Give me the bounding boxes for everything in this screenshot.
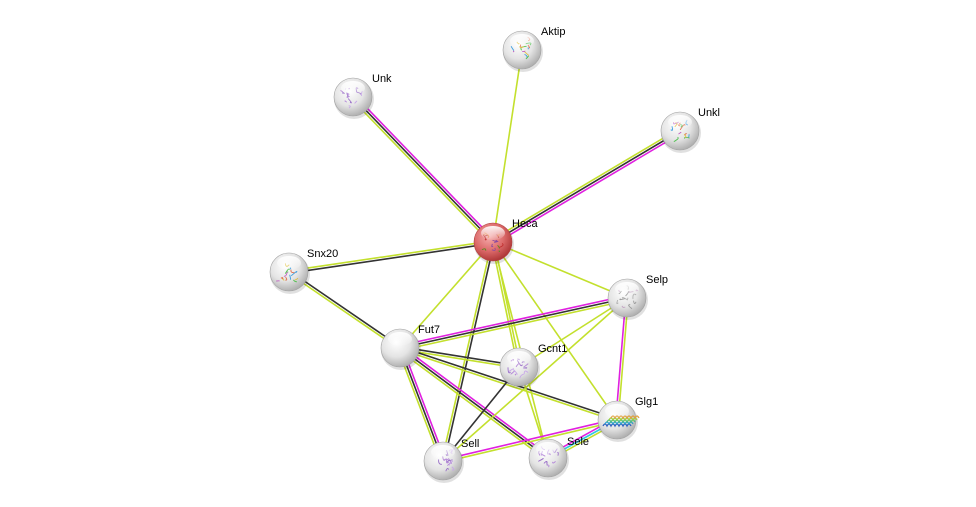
edge-fut7-gcnt1[interactable] xyxy=(399,346,520,369)
edge-sell-selp[interactable] xyxy=(442,297,628,462)
edge-line-textmining xyxy=(617,298,629,421)
node-highlight xyxy=(605,404,629,418)
edge-line-coexpression xyxy=(399,347,444,462)
edge-heca-fut7[interactable] xyxy=(399,241,494,349)
edge-line-coexpression xyxy=(289,270,402,348)
edge-line-textmining xyxy=(350,98,492,245)
node-highlight xyxy=(668,115,692,129)
node-label: Gcnt1 xyxy=(538,343,567,355)
node-heca[interactable]: Heca xyxy=(473,218,539,264)
node-label: Fut7 xyxy=(418,324,440,336)
edge-line-experiments xyxy=(400,345,550,457)
node-highlight xyxy=(277,256,301,270)
node-sell[interactable]: Sell xyxy=(423,438,479,483)
edge-line-coexpression xyxy=(399,297,628,349)
edge-line-experiments xyxy=(399,294,627,347)
edge-line-coexpression xyxy=(289,242,494,274)
node-snx20[interactable]: Snx20 xyxy=(269,248,338,294)
node-label: Heca xyxy=(512,218,539,230)
node-highlight xyxy=(615,282,639,296)
edge-line-textmining xyxy=(399,241,494,349)
edge-heca-selp[interactable] xyxy=(492,241,628,299)
edge-line-coexpression xyxy=(492,130,681,243)
node-highlight xyxy=(481,226,505,240)
node-label: Sele xyxy=(567,436,589,448)
edge-line-textmining xyxy=(400,299,628,352)
edge-line-textmining xyxy=(491,242,519,368)
node-label: Aktip xyxy=(541,26,565,38)
edge-heca-unkl[interactable] xyxy=(491,128,682,245)
edge-line-coexpression xyxy=(442,366,520,462)
node-label: Sell xyxy=(461,438,479,450)
edge-line-textmining xyxy=(518,297,628,368)
node-highlight xyxy=(431,445,455,459)
edge-line-experiments xyxy=(493,132,682,245)
node-label: Glg1 xyxy=(635,396,658,408)
edge-line-coexpression xyxy=(399,347,549,459)
edge-line-textmining xyxy=(442,297,628,462)
edge-line-textmining xyxy=(492,49,523,243)
node-label: Unkl xyxy=(698,107,720,119)
node-selp[interactable]: Selp xyxy=(607,274,668,320)
edge-line-textmining xyxy=(287,272,400,350)
edge-heca-aktip[interactable] xyxy=(492,49,523,243)
edge-line-textmining xyxy=(399,348,617,422)
protein-structure-icon xyxy=(507,358,529,379)
edge-gcnt1-sell[interactable] xyxy=(442,366,520,462)
edge-line-textmining xyxy=(441,241,493,461)
node-label: Unk xyxy=(372,73,392,85)
edge-heca-sell[interactable] xyxy=(441,241,495,462)
node-label: Snx20 xyxy=(307,248,338,260)
edge-line-textmining xyxy=(397,348,442,463)
node-unkl[interactable]: Unkl xyxy=(660,107,720,153)
edge-fut7-sell[interactable] xyxy=(397,346,446,463)
edge-line-experiments xyxy=(442,418,617,461)
edge-line-textmining xyxy=(492,241,618,421)
node-gcnt1[interactable]: Gcnt1 xyxy=(499,343,567,389)
edge-line-coexpression xyxy=(400,346,520,367)
edge-line-textmining xyxy=(399,348,519,369)
edge-gcnt1-selp[interactable] xyxy=(518,297,628,368)
node-highlight xyxy=(536,442,560,456)
edge-line-textmining xyxy=(491,128,680,241)
node-unk[interactable]: Unk xyxy=(333,73,392,119)
edge-line-coexpression xyxy=(352,96,494,243)
node-fut7[interactable]: Fut7 xyxy=(380,324,440,370)
edge-fut7-selp[interactable] xyxy=(399,294,628,352)
edge-sell-glg1[interactable] xyxy=(442,418,618,463)
node-highlight xyxy=(507,351,531,365)
edge-selp-glg1[interactable] xyxy=(615,297,629,421)
node-highlight xyxy=(388,332,412,346)
edge-line-experiments xyxy=(354,94,496,241)
edge-heca-glg1[interactable] xyxy=(492,241,618,421)
node-highlight xyxy=(510,34,534,48)
edge-heca-snx20[interactable] xyxy=(288,240,494,274)
node-label: Selp xyxy=(646,274,668,286)
node-sele[interactable]: Sele xyxy=(528,436,589,480)
nodes-layer: Heca AktipUnkUnklSnx20SelpFut7Gcnt1Glg1Se… xyxy=(269,26,720,483)
edge-line-textmining xyxy=(492,241,628,299)
edge-line-experiments xyxy=(401,346,446,461)
edge-line-coexpression xyxy=(443,242,495,462)
edge-snx20-fut7[interactable] xyxy=(287,270,402,350)
edge-line-textmining xyxy=(288,240,493,272)
edge-heca-unk[interactable] xyxy=(350,94,496,245)
node-aktip[interactable]: Aktip xyxy=(502,26,565,72)
edge-line-textmining xyxy=(443,420,618,463)
node-glg1[interactable]: Glg1 xyxy=(597,396,658,442)
node-highlight xyxy=(341,81,365,95)
edge-line-experiments xyxy=(615,297,627,420)
